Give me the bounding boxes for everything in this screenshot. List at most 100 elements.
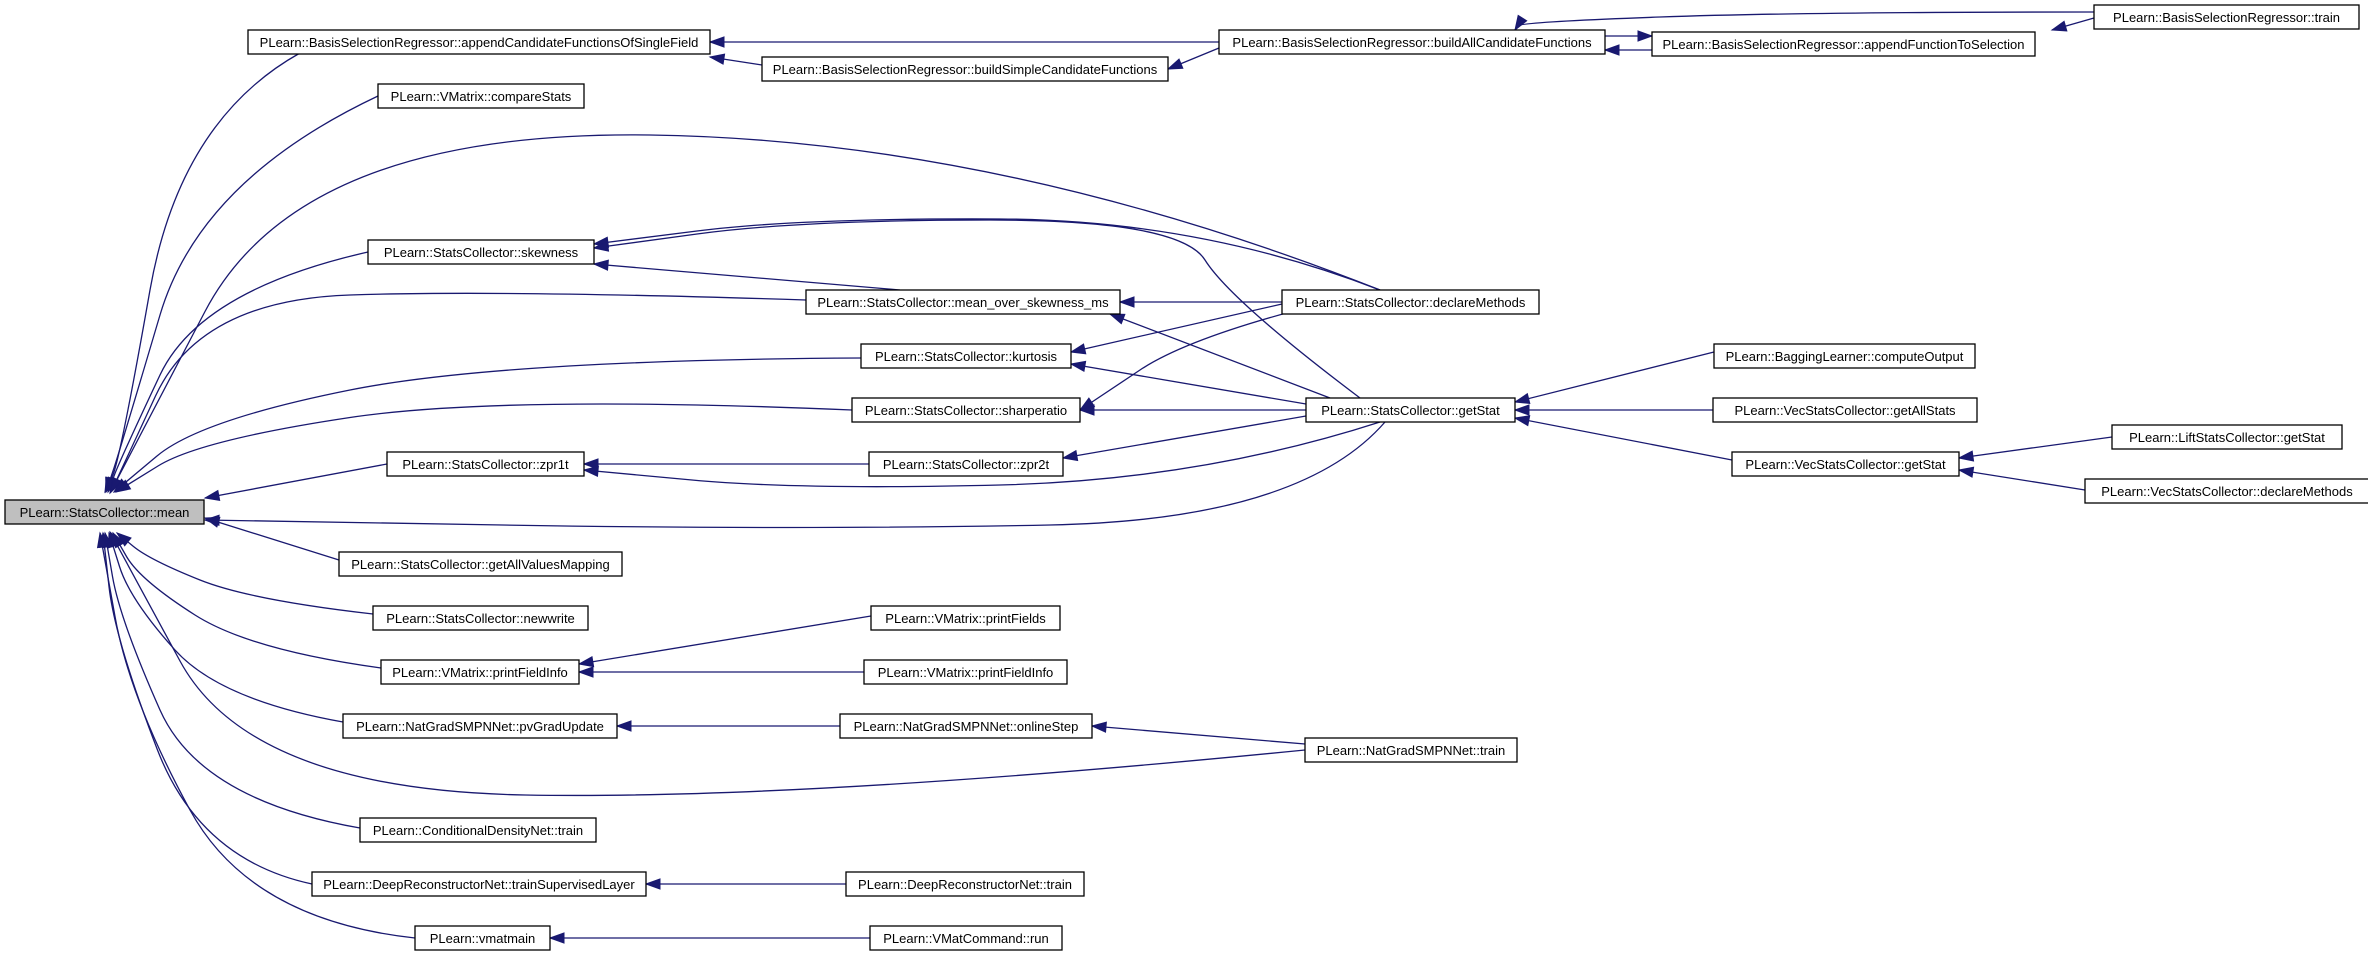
node-zpr1t[interactable]: PLearn::StatsCollector::zpr1t — [386, 451, 585, 477]
node-box[interactable] — [2084, 478, 2368, 504]
edge-compareStats-to-mean — [105, 95, 379, 494]
edge-arrowhead — [708, 36, 725, 48]
node-condTrain[interactable]: PLearn::ConditionalDensityNet::train — [359, 817, 597, 843]
edge-vmatRun-to-vmatmain — [548, 932, 870, 944]
node-trainSupLayer[interactable]: PLearn::DeepReconstructorNet::trainSuper… — [311, 871, 647, 897]
node-box[interactable] — [1651, 31, 2036, 57]
node-printFields[interactable]: PLearn::VMatrix::printFields — [870, 605, 1061, 631]
edge-arrowhead — [203, 489, 221, 501]
node-appendCand[interactable]: PLearn::BasisSelectionRegressor::appendC… — [247, 29, 711, 55]
edge-arrowhead — [110, 476, 123, 494]
node-box[interactable] — [869, 925, 1063, 951]
node-box[interactable] — [1281, 289, 1540, 315]
edge-getStat-to-zpr2t — [1061, 415, 1307, 462]
node-box[interactable] — [247, 29, 711, 55]
node-vecGetAllStats[interactable]: PLearn::VecStatsCollector::getAllStats — [1712, 397, 1978, 423]
node-box[interactable] — [4, 499, 205, 525]
node-declareMethods[interactable]: PLearn::StatsCollector::declareMethods — [1281, 289, 1540, 315]
node-compareStats[interactable]: PLearn::VMatrix::compareStats — [377, 83, 585, 109]
node-newwrite[interactable]: PLearn::StatsCollector::newwrite — [372, 605, 589, 631]
node-appendFunc[interactable]: PLearn::BasisSelectionRegressor::appendF… — [1651, 31, 2036, 57]
node-box[interactable] — [1731, 451, 1960, 477]
node-box[interactable] — [860, 343, 1072, 369]
node-box[interactable] — [311, 871, 647, 897]
node-vmatmain[interactable]: PLearn::vmatmain — [414, 925, 551, 951]
node-box[interactable] — [1218, 29, 1606, 55]
node-bsrTrain[interactable]: PLearn::BasisSelectionRegressor::train — [2093, 4, 2360, 30]
edge-getStat-to-mean — [203, 421, 1386, 529]
edge-arrowhead — [1090, 721, 1107, 733]
node-box[interactable] — [870, 605, 1061, 631]
node-vecDeclare[interactable]: PLearn::VecStatsCollector::declareMethod… — [2084, 478, 2368, 504]
node-box[interactable] — [868, 451, 1064, 477]
node-printFieldInfo[interactable]: PLearn::VMatrix::printFieldInfo — [380, 659, 580, 685]
node-box[interactable] — [367, 239, 595, 265]
node-box[interactable] — [1304, 737, 1518, 763]
edge-appendCand-to-mean — [104, 52, 301, 494]
edge-line — [107, 251, 369, 493]
edge-pvGradUpdate-to-mean — [107, 531, 344, 723]
node-box[interactable] — [851, 397, 1081, 423]
node-box[interactable] — [839, 713, 1093, 739]
edge-sharperatio-to-mean — [114, 403, 853, 493]
node-box[interactable] — [377, 83, 585, 109]
node-label: PLearn::VecStatsCollector::declareMethod… — [2101, 484, 2353, 499]
node-getAllValuesMapping[interactable]: PLearn::StatsCollector::getAllValuesMapp… — [338, 551, 623, 577]
node-label: PLearn::StatsCollector::getStat — [1321, 403, 1500, 418]
node-liftGetStat[interactable]: PLearn::LiftStatsCollector::getStat — [2111, 424, 2343, 450]
node-skewness[interactable]: PLearn::StatsCollector::skewness — [367, 239, 595, 265]
edge-line — [112, 532, 382, 669]
node-box[interactable] — [805, 289, 1121, 315]
edge-baggingOutput-to-getStat — [1513, 351, 1715, 405]
node-box[interactable] — [359, 817, 597, 843]
node-buildAll[interactable]: PLearn::BasisSelectionRegressor::buildAl… — [1218, 29, 1606, 55]
edge-getStat-to-zpr1t — [582, 421, 1381, 488]
node-sharperatio[interactable]: PLearn::StatsCollector::sharperatio — [851, 397, 1081, 423]
node-baggingOutput[interactable]: PLearn::BaggingLearner::computeOutput — [1713, 343, 1976, 369]
edge-declareMethods-to-skewness — [592, 218, 1381, 291]
edge-arrowhead — [1513, 404, 1530, 416]
node-box[interactable] — [863, 659, 1068, 685]
node-label: PLearn::DeepReconstructorNet::train — [858, 877, 1072, 892]
node-box[interactable] — [1713, 343, 1976, 369]
edge-zpr2t-to-zpr1t — [582, 458, 869, 470]
edge-vmatmain-to-mean — [96, 531, 416, 939]
node-deepTrain[interactable]: PLearn::DeepReconstructorNet::train — [845, 871, 1085, 897]
node-buildSimple[interactable]: PLearn::BasisSelectionRegressor::buildSi… — [761, 56, 1169, 82]
node-mean[interactable]: PLearn::StatsCollector::mean — [4, 499, 205, 525]
edge-line — [204, 463, 388, 499]
node-onlineStep[interactable]: PLearn::NatGradSMPNNet::onlineStep — [839, 713, 1093, 739]
node-kurtosis[interactable]: PLearn::StatsCollector::kurtosis — [860, 343, 1072, 369]
node-zpr2t[interactable]: PLearn::StatsCollector::zpr2t — [868, 451, 1064, 477]
edge-arrowhead — [592, 240, 610, 252]
node-box[interactable] — [414, 925, 551, 951]
edge-line — [1070, 303, 1283, 353]
node-box[interactable] — [338, 551, 623, 577]
node-box[interactable] — [386, 451, 585, 477]
node-box[interactable] — [380, 659, 580, 685]
node-box[interactable] — [372, 605, 589, 631]
edge-arrowhead — [1513, 392, 1531, 405]
node-meanOverSkew[interactable]: PLearn::StatsCollector::mean_over_skewne… — [805, 289, 1121, 315]
node-label: PLearn::VMatrix::printFieldInfo — [878, 665, 1054, 680]
node-box[interactable] — [1712, 397, 1978, 423]
node-box[interactable] — [342, 713, 618, 739]
node-label: PLearn::NatGradSMPNNet::onlineStep — [854, 719, 1079, 734]
node-label: PLearn::StatsCollector::newwrite — [386, 611, 575, 626]
edge-arrowhead — [1108, 313, 1126, 325]
node-box[interactable] — [2111, 424, 2343, 450]
edge-line — [109, 134, 1381, 494]
edge-line — [113, 357, 862, 493]
node-printFieldInfo2[interactable]: PLearn::VMatrix::printFieldInfo — [863, 659, 1068, 685]
node-pvGradUpdate[interactable]: PLearn::NatGradSMPNNet::pvGradUpdate — [342, 713, 618, 739]
node-vecGetStat[interactable]: PLearn::VecStatsCollector::getStat — [1731, 451, 1960, 477]
node-box[interactable] — [2093, 4, 2360, 30]
node-box[interactable] — [1305, 397, 1516, 423]
node-vmatRun[interactable]: PLearn::VMatCommand::run — [869, 925, 1063, 951]
node-box[interactable] — [845, 871, 1085, 897]
node-box[interactable] — [761, 56, 1169, 82]
node-getStat[interactable]: PLearn::StatsCollector::getStat — [1305, 397, 1516, 423]
edge-vecGetAllStats-to-getStat — [1513, 404, 1713, 416]
node-label: PLearn::BasisSelectionRegressor::appendF… — [1662, 37, 2024, 52]
node-ngTrain[interactable]: PLearn::NatGradSMPNNet::train — [1304, 737, 1518, 763]
